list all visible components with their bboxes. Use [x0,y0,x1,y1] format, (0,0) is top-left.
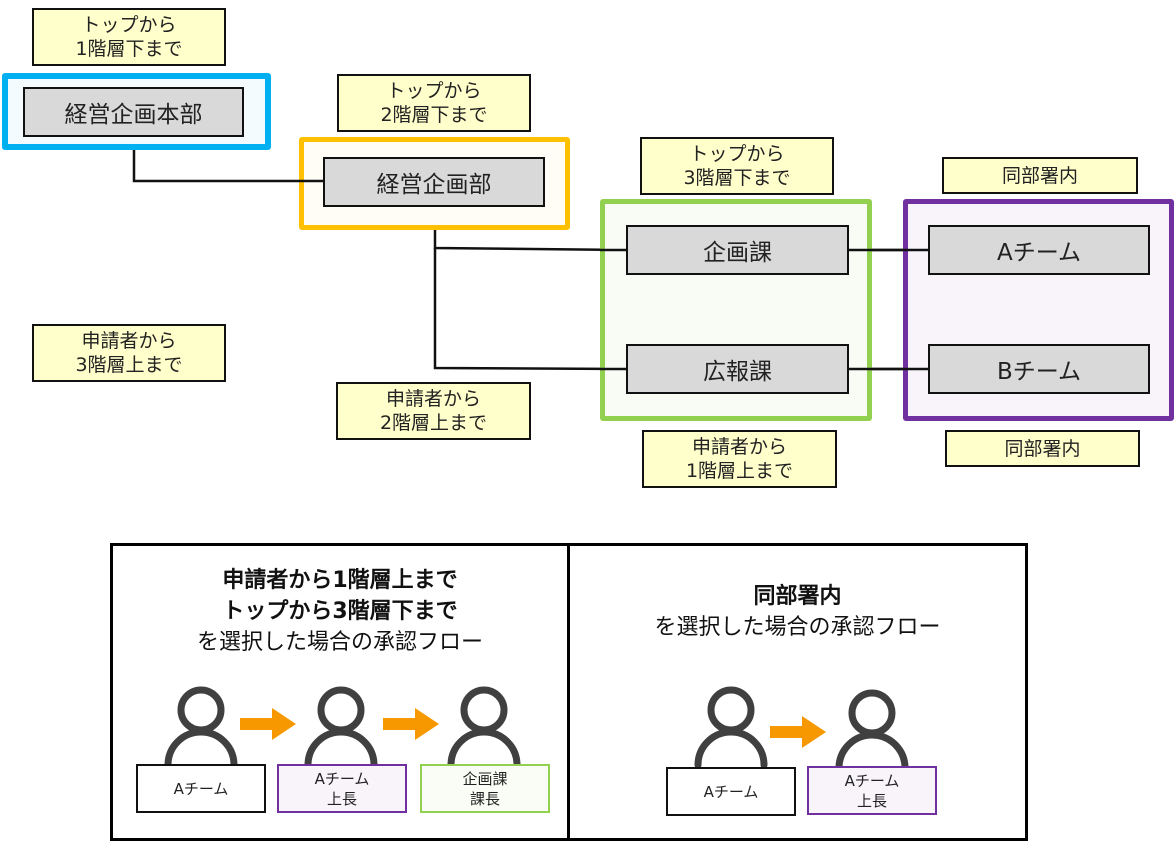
flow-1-step-applicant: Aチーム [136,764,266,813]
flow-1-step-team-leader: Aチーム 上長 [277,764,407,813]
flow-1-title-bold-line-2: トップから3階層下まで [222,599,458,624]
person-icon [694,686,768,767]
org-node-team-b: Bチーム [928,344,1150,394]
arrow-right-icon [240,708,296,740]
note-top-3-down: トップから 3階層下まで [640,137,834,195]
org-node-planning-section: 企画課 [626,225,849,275]
person-icon [164,686,238,767]
flow-2-title-normal: を選択した場合の承認フロー [654,615,941,640]
flow-1-title-normal: を選択した場合の承認フロー [196,630,483,655]
flow-2-title-bold: 同部署内 [753,584,842,609]
flow-1-title-bold-line-1: 申請者から1階層上まで [222,568,458,593]
arrow-right-icon [770,716,826,748]
flow-2-step-applicant: Aチーム [666,767,796,816]
arrow-right-icon [383,708,439,740]
org-node-team-a: Aチーム [928,225,1150,275]
org-node-hq: 経営企画本部 [23,87,244,137]
connector-dept-to-pr [433,248,628,371]
flow-2-step-team-leader: Aチーム 上長 [807,766,937,815]
note-top-2-down: トップから 2階層下まで [337,74,531,132]
note-same-dept-bottom: 同部署内 [945,430,1140,467]
connector-hq-to-dept [132,138,323,183]
note-applicant-3-up: 申請者から 3階層上まで [32,324,226,382]
flow-1-title: 申請者から1階層上まで トップから3階層下まで を選択した場合の承認フロー [113,565,567,658]
person-icon [447,686,521,767]
person-icon [835,689,909,770]
org-node-dept: 経営企画部 [323,157,545,207]
note-top-1-down: トップから 1階層下まで [32,8,226,66]
note-same-dept-top: 同部署内 [942,157,1138,194]
flow-panel-2 [567,543,1028,841]
note-applicant-1-up: 申請者から 1階層上まで [642,430,837,488]
flow-1-step-section-chief: 企画課 課長 [420,764,550,813]
person-icon [304,686,378,767]
org-node-pr-section: 広報課 [626,344,849,394]
flow-2-title: 同部署内 を選択した場合の承認フロー [570,581,1025,643]
note-applicant-2-up: 申請者から 2階層上まで [336,382,531,440]
